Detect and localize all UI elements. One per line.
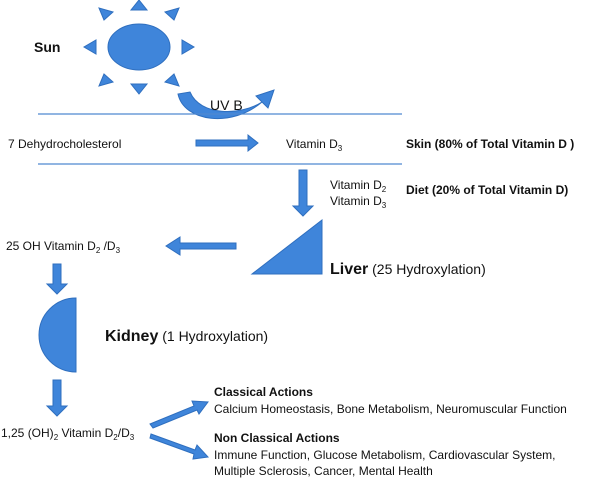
- skin-label: Skin (80% of Total Vitamin D ): [406, 137, 575, 151]
- nonclassical-line2: Multiple Sclerosis, Cancer, Mental Healt…: [214, 464, 433, 478]
- down-arrow-kidney: [45, 263, 69, 295]
- kidney-shape: [38, 297, 77, 373]
- uv-label: UV B: [210, 97, 243, 113]
- arrow-classical: [149, 400, 209, 429]
- liver-product-label: 25 OH Vitamin D2 /D3: [6, 239, 121, 255]
- liver-shape: [250, 218, 323, 275]
- classical-text: Calcium Homeostasis, Bone Metabolism, Ne…: [214, 402, 567, 416]
- arrow-nonclassical: [149, 433, 210, 460]
- classical-title: Classical Actions: [214, 385, 313, 399]
- skin-arrow: [195, 133, 259, 153]
- down-arrow-final: [45, 379, 69, 417]
- nonclassical-title: Non Classical Actions: [214, 431, 340, 445]
- down-arrow-liver: [291, 169, 315, 217]
- diet-label: Diet (20% of Total Vitamin D): [406, 183, 569, 197]
- dehydrocholesterol-label: 7 Dehydrocholesterol: [8, 137, 122, 151]
- vitamin-d3-skin: Vitamin D3: [286, 137, 343, 153]
- kidney-label: Kidney (1 Hydroxylation): [105, 328, 269, 345]
- final-product-label: 1,25 (OH)2 Vitamin D2/D3: [1, 426, 135, 442]
- sun-label: Sun: [34, 39, 61, 55]
- left-arrow-liver: [165, 236, 237, 256]
- uv-arrow: [177, 89, 275, 120]
- sun-icon: [83, 0, 195, 95]
- diet-vitamin-d2: Vitamin D2: [330, 178, 387, 194]
- diet-vitamin-d3: Vitamin D3: [330, 194, 387, 210]
- liver-label: Liver (25 Hydroxylation): [330, 261, 486, 278]
- nonclassical-line1: Immune Function, Glucose Metabolism, Car…: [214, 448, 556, 462]
